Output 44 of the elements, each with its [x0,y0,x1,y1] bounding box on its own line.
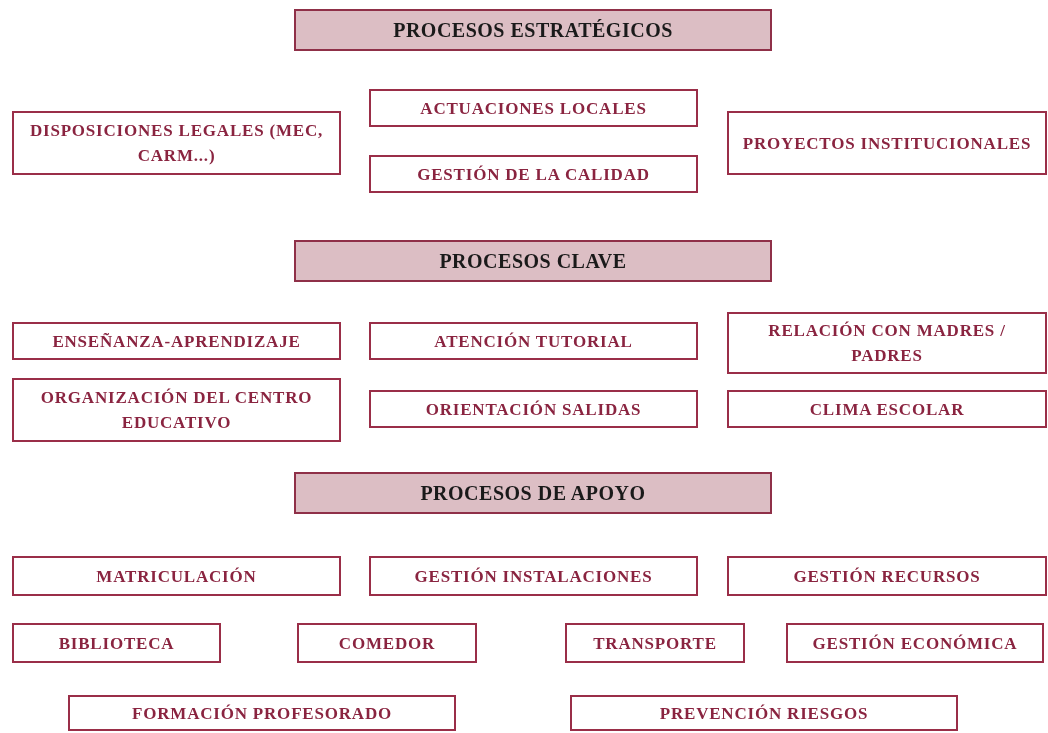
process-label: MATRICULACIÓN [96,565,257,588]
process-box [12,378,341,442]
process-box [369,155,698,193]
section-title: PROCESOS DE APOYO [420,480,646,506]
process-label: GESTIÓN ECONÓMICA [812,632,1018,655]
process-box [297,623,477,663]
process-label: FORMACIÓN PROFESORADO [132,702,392,725]
process-label: ENSEÑANZA-APRENDIZAJE [52,330,301,353]
process-label: COMEDOR [338,632,436,655]
process-box [12,556,341,596]
process-box [12,322,341,360]
process-box [369,89,698,127]
process-box [369,322,698,360]
process-label: DISPOSICIONES LEGALES (MEC, CARM...) [28,120,325,167]
process-box [369,556,698,596]
process-label: ORGANIZACIÓN DEL CENTRO EDUCATIVO [39,387,314,434]
process-label: ATENCIÓN TUTORIAL [434,330,633,353]
process-label: ORIENTACIÓN SALIDAS [425,398,642,421]
process-box [786,623,1044,663]
process-label: GESTIÓN RECURSOS [793,565,981,588]
process-label: PREVENCIÓN RIESGOS [659,702,869,725]
process-label: RELACIÓN CON MADRES / PADRES [767,320,1007,367]
process-box [727,111,1047,175]
section-title: PROCESOS CLAVE [439,248,627,274]
section-header-band [294,9,772,51]
process-box [369,390,698,428]
process-box [727,312,1047,374]
section-header-band [294,240,772,282]
process-box [727,556,1047,596]
process-label: GESTIÓN DE LA CALIDAD [417,163,650,186]
process-label: GESTIÓN INSTALACIONES [414,565,653,588]
process-box [570,695,958,731]
process-box [12,111,341,175]
section-title: PROCESOS ESTRATÉGICOS [393,17,673,43]
process-label: BIBLIOTECA [58,632,175,655]
process-label: CLIMA ESCOLAR [809,398,965,421]
section-header-band [294,472,772,514]
process-box [727,390,1047,428]
process-box [68,695,456,731]
process-label: ACTUACIONES LOCALES [420,97,647,120]
process-box [12,623,221,663]
process-label: PROYECTOS INSTITUCIONALES [742,132,1032,155]
process-box [565,623,745,663]
process-label: TRANSPORTE [593,632,717,655]
